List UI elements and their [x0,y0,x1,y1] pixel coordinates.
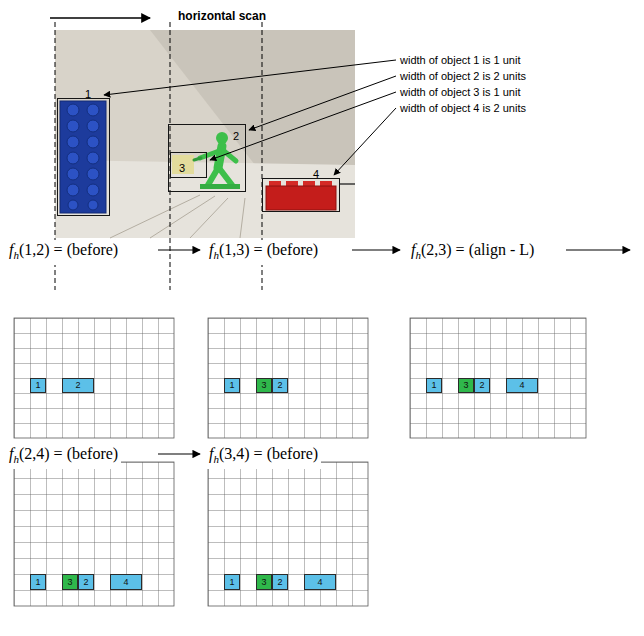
function-subscript: h [415,249,421,261]
cell-number: 4 [507,379,537,392]
floor-line [190,198,228,238]
function-subscript: h [13,453,19,465]
grid-cell: 2 [272,574,288,590]
relation-formula: fh(1,3) = (before) [206,240,321,265]
scan-arrow [50,17,150,18]
bounding-box: 4 [262,178,340,212]
blue-brick [60,101,106,213]
grid-cell: 1 [30,378,46,393]
function-name: f [209,241,213,258]
relation-formula: fh(1,2) = (before) [6,240,121,265]
relation-formula: fh(2,3) = (align - L) [408,240,537,265]
grid-cell: 2 [62,378,94,393]
grid-cell: 3 [256,574,272,590]
cell-number: 3 [257,575,271,589]
cell-number: 2 [63,379,93,392]
leader-arrow [334,108,396,175]
cell-number: 3 [257,379,271,392]
grid-cell: 1 [224,378,240,393]
floor-line [240,198,245,238]
cell-number: 3 [63,575,77,589]
grid [14,462,174,606]
relation-text: (1,3) = (before) [219,241,318,258]
object-number: 4 [313,168,319,181]
grid-cell: 4 [304,574,336,590]
grid-cell: 1 [426,378,442,393]
relation-text: (1,2) = (before) [19,241,118,258]
function-name: f [209,445,213,462]
cell-number: 1 [31,575,45,589]
photo [55,30,355,238]
callout-text: width of object 1 is 1 unit [400,53,520,67]
cell-number: 2 [273,575,287,589]
scan-label: horizontal scan [178,9,266,24]
callout-text: width of object 3 is 1 unit [400,85,520,99]
relation-text: (3,4) = (before) [219,445,318,462]
grid-cell: 2 [78,574,94,590]
cell-number: 2 [475,379,489,392]
relation-formula: fh(3,4) = (before) [206,444,321,469]
function-name: f [9,241,13,258]
grid [410,318,586,438]
grid-cell: 3 [256,378,272,393]
object-number: 2 [233,130,239,143]
grid-cell: 1 [30,574,46,590]
green-soldier [172,132,240,189]
sequence-arrow [566,249,630,250]
relation-text: (2,4) = (before) [19,445,118,462]
cell-number: 2 [273,379,287,392]
relation-formula: fh(2,4) = (before) [6,444,121,469]
grid-cell: 4 [506,378,538,393]
bounding-box: 3 [170,152,207,178]
leader-arrow [210,92,396,160]
floor-line [150,196,215,238]
shelf-edge [340,183,355,185]
function-name: f [9,445,13,462]
bounding-box: 1 [57,98,110,216]
cell-number: 1 [31,379,45,392]
object-number: 3 [179,162,185,175]
sequence-arrow [158,249,200,250]
callout-text: width of object 4 is 2 units [400,101,526,115]
cell-number: 1 [225,379,239,392]
grid [208,462,368,606]
function-subscript: h [213,453,219,465]
grid-cell: 3 [458,378,474,393]
grid [14,318,174,438]
grid [208,318,368,438]
cell-number: 4 [305,575,335,589]
red-brick [266,181,336,210]
sequence-arrow [158,453,200,454]
cell-number: 1 [225,575,239,589]
grid-cell: 4 [110,574,142,590]
grid-cell: 2 [272,378,288,393]
cell-number: 2 [79,575,93,589]
cell-number: 3 [459,379,473,392]
sequence-arrow [352,249,400,250]
callout-text: width of object 2 is 2 units [400,69,526,83]
cell-number: 4 [111,575,141,589]
grid-cell: 2 [474,378,490,393]
relation-text: (2,3) = (align - L) [421,241,534,258]
grid-cell: 3 [62,574,78,590]
leader-arrow [249,76,396,130]
object-number: 1 [85,88,91,101]
function-subscript: h [13,249,19,261]
leader-arrow [104,60,396,95]
function-name: f [411,241,415,258]
floor-line [110,195,200,238]
photo-ground [55,30,355,238]
grid-cell: 1 [224,574,240,590]
function-subscript: h [213,249,219,261]
cell-number: 1 [427,379,441,392]
bounding-box: 23 [168,124,246,192]
